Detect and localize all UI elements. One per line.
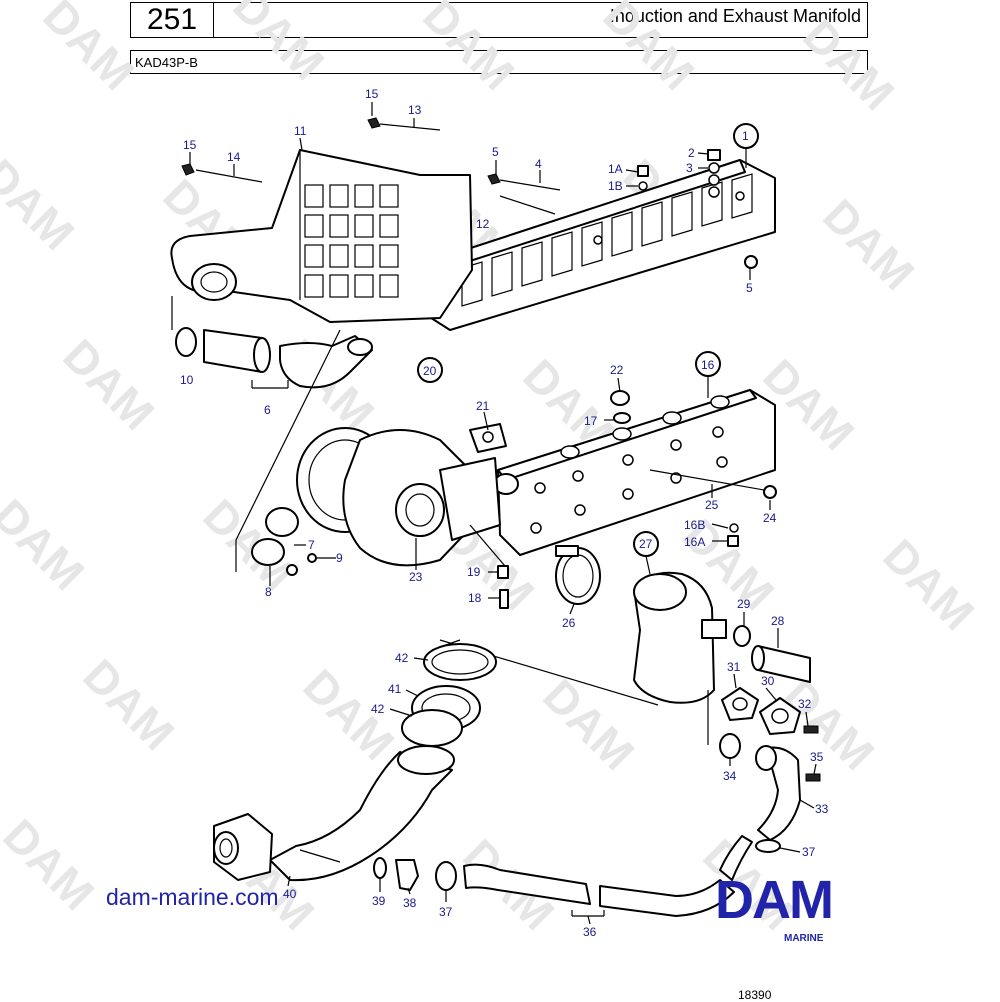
part-label: 18: [468, 591, 482, 605]
dam-marine-logo: DAM MARINE: [715, 870, 834, 944]
part-label: 10: [180, 373, 194, 387]
part-label: 34: [723, 769, 737, 783]
v-clamp: [555, 545, 601, 605]
part-label: 17: [584, 414, 598, 428]
watermark-text: DAM: [0, 149, 84, 260]
part-label: 2: [688, 146, 695, 160]
drawing-number: 18390: [738, 988, 772, 1002]
watermark-text: DAM: [813, 189, 924, 300]
watermark-text: DAM: [533, 669, 644, 780]
watermark-text: DAM: [193, 489, 304, 600]
watermark-text: DAM: [0, 809, 104, 920]
watermark-text: DAM: [293, 659, 404, 770]
turbocharger: [235, 427, 501, 576]
part-label: 31: [727, 660, 741, 674]
part-label: 25: [705, 498, 719, 512]
cooling-hose-lower: [463, 863, 735, 917]
part-label: 16B: [684, 518, 705, 532]
reference-circles: [417, 123, 759, 557]
water-pipe: [719, 733, 821, 881]
exhaust-manifold: [469, 389, 776, 556]
part-label: 40: [283, 887, 297, 901]
part-label: 38: [403, 896, 417, 910]
part-label: 9: [336, 551, 343, 565]
part-label: 35: [810, 750, 824, 764]
part-label: 12: [476, 217, 490, 231]
part-label: 16A: [684, 535, 705, 549]
part-label: 4: [535, 157, 542, 171]
flange-gaskets: [707, 687, 819, 745]
part-labels: 15 13 15 14 11 5 4 1A 1B 2 3 1 12 5 10 6…: [180, 87, 829, 939]
watermark-text: DAM: [73, 649, 184, 760]
page-number: 251: [130, 2, 214, 38]
part-label: 13: [408, 103, 422, 117]
part-label: 24: [763, 511, 777, 525]
part-label: 5: [746, 281, 753, 295]
part-label: 14: [227, 150, 241, 164]
drain-fittings: [469, 524, 509, 609]
exhaust-riser-pipe: [213, 745, 455, 882]
watermark-text: DAM: [53, 329, 164, 440]
part-label: 42: [395, 651, 409, 665]
watermark-text: DAM: [793, 9, 904, 120]
part-label: 32: [798, 697, 812, 711]
part-label: 1: [742, 129, 749, 143]
part-label: 36: [583, 925, 597, 939]
watermark-text: DAM: [33, 0, 144, 100]
model-code: KAD43P-B: [130, 50, 868, 74]
leader-lines: [189, 102, 817, 925]
part-label: 3: [686, 161, 693, 175]
watermark-text: DAM: [223, 0, 334, 90]
part-label: 11: [294, 124, 307, 138]
hose-fittings: [373, 857, 457, 891]
part-label: 15: [365, 87, 379, 101]
part-label: 6: [264, 403, 271, 417]
part-label: 1B: [608, 179, 623, 193]
logo-text: DAM: [715, 870, 832, 930]
watermark-text: DAM: [413, 0, 524, 100]
part-label: 7: [308, 538, 315, 552]
hose-clamps: [401, 639, 497, 747]
part-label: 33: [815, 802, 829, 816]
part-label: 16: [701, 358, 715, 372]
part-label: 28: [771, 614, 785, 628]
part-label: 15: [183, 138, 197, 152]
intake-manifold: [427, 159, 776, 331]
part-label: 37: [439, 905, 453, 919]
part-label: 20: [423, 364, 437, 378]
part-label: 23: [409, 570, 423, 584]
cooling-hose-upper: [733, 625, 811, 683]
part-label: 41: [388, 682, 402, 696]
part-label: 42: [371, 702, 385, 716]
exhaust-elbow: [439, 571, 727, 706]
watermark-text: DAM: [0, 489, 94, 600]
part-label: 39: [372, 894, 386, 908]
part-label: 30: [761, 674, 775, 688]
part-label: 8: [265, 585, 272, 599]
watermark-text: DAM: [873, 529, 984, 640]
logo-subtext: MARINE: [784, 933, 824, 944]
studs-and-nuts-top: [181, 117, 758, 269]
part-label: 29: [737, 597, 751, 611]
part-label: 21: [476, 399, 490, 413]
part-label: 5: [492, 145, 499, 159]
watermark-text: DAM: [593, 0, 704, 100]
part-label: 26: [562, 616, 576, 630]
part-label: 19: [467, 565, 481, 579]
page-title: Induction and Exhaust Manifold: [213, 2, 868, 38]
exhaust-studs: [610, 390, 777, 547]
part-label: 37: [802, 845, 816, 859]
intake-pipe: [171, 296, 373, 541]
intercooler-housing: [170, 149, 473, 323]
part-label: 27: [639, 537, 653, 551]
website-text: dam-marine.com: [106, 884, 279, 910]
part-label: 22: [610, 363, 624, 377]
part-label: 1A: [608, 162, 623, 176]
